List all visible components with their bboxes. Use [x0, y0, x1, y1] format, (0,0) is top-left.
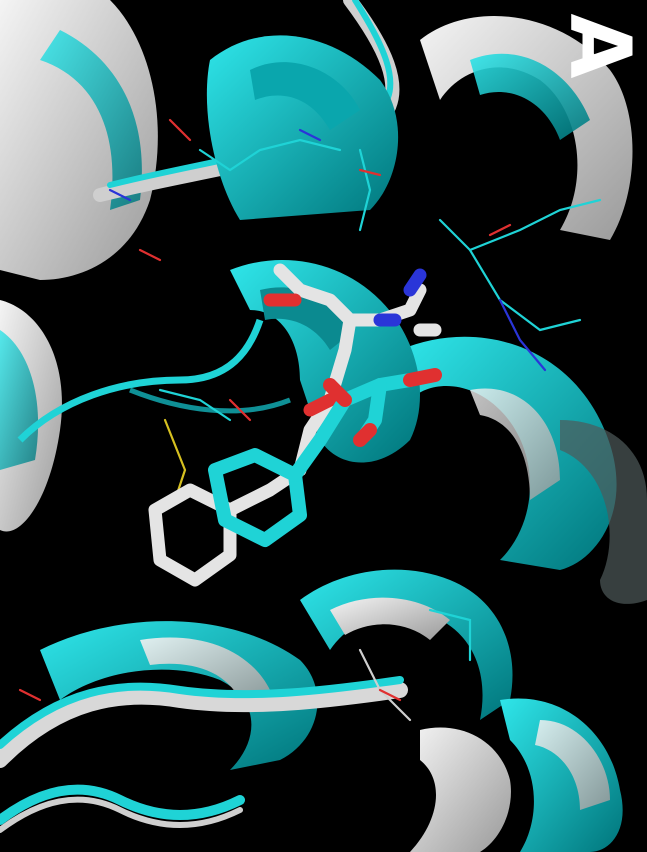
ribbon-bottom [0, 676, 408, 833]
helix-bottom [40, 569, 623, 852]
ligand-cyan [208, 368, 442, 547]
ribbon-center-left [17, 318, 291, 443]
helix-top-left [0, 0, 158, 532]
helix-right [400, 336, 647, 604]
panel-label: A [551, 13, 647, 79]
ligand-white [148, 263, 442, 587]
helix-top-middle [206, 16, 633, 240]
